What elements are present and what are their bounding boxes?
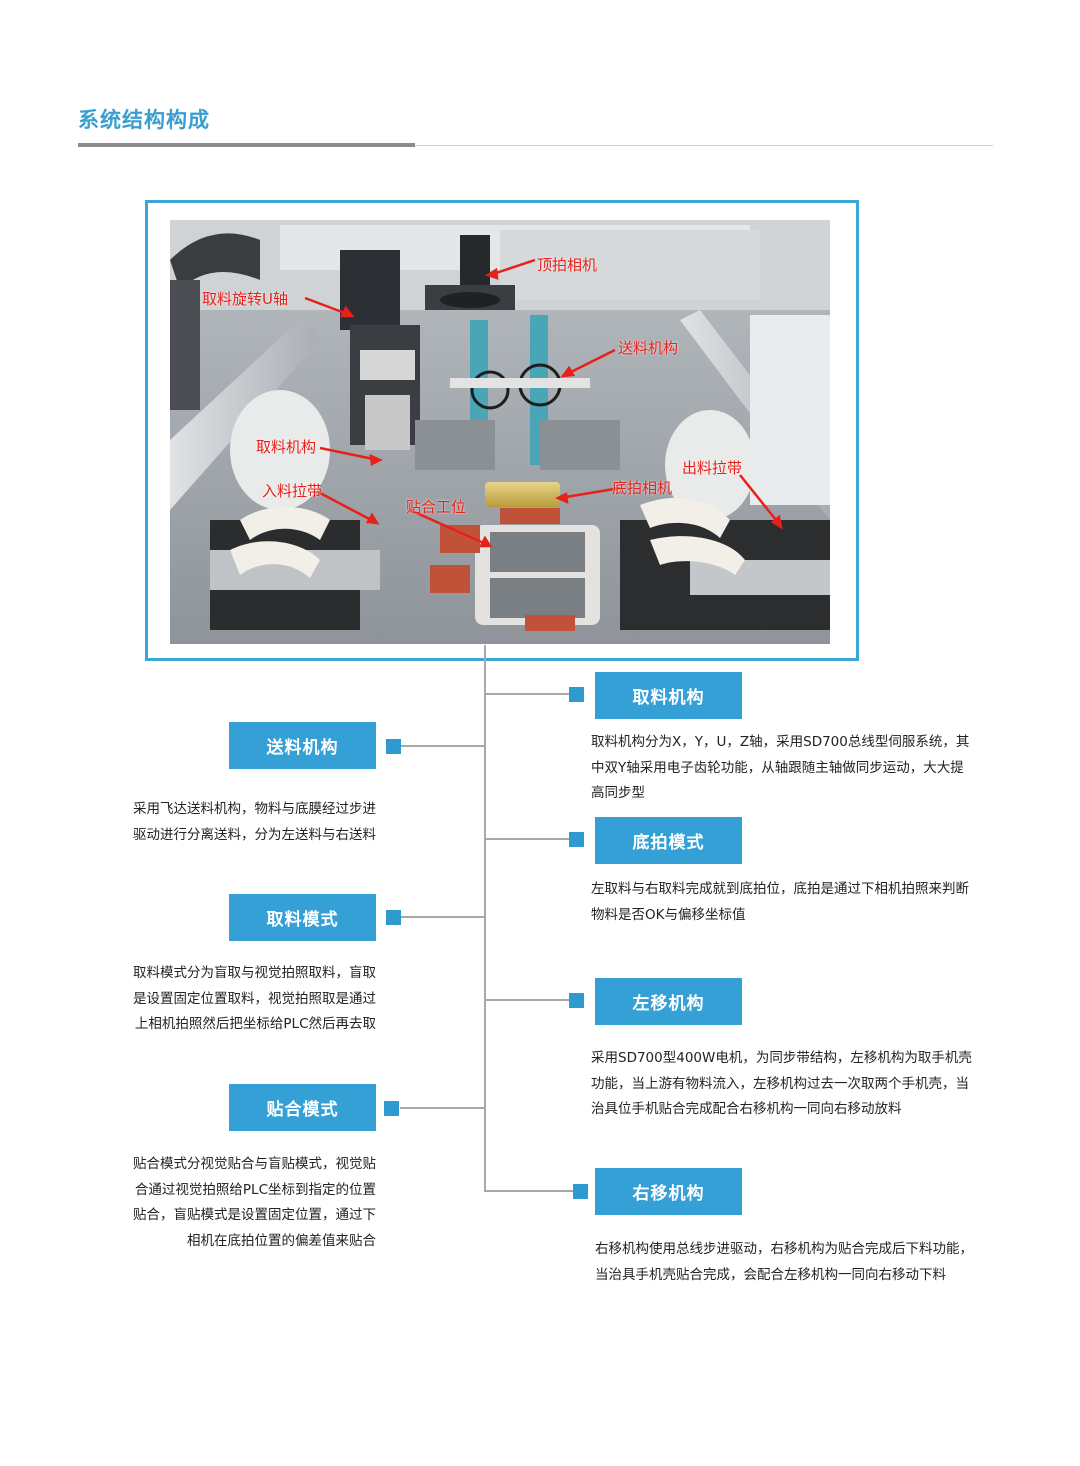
marker-left-3 [384,1101,399,1116]
desc-line: 物料是否OK与偏移坐标值 [591,906,746,923]
desc-line: 当治具手机壳贴合完成，会配合左移机构一同向右移动下料 [595,1266,946,1283]
callout-bond-station: 贴合工位 [406,498,467,516]
section-title: 系统结构构成 [78,108,210,132]
desc-pick-mode: 取料模式分为盲取与视觉拍照取料，盲取 是设置固定位置取料，视觉拍照取是通过 上相… [90,961,376,1038]
connector-right-3 [484,999,572,1001]
marker-right-4 [573,1184,588,1199]
label-bond-mode: 贴合模式 [229,1084,376,1131]
callout-pick-mechanism: 取料机构 [256,438,317,456]
desc-line: 是设置固定位置取料，视觉拍照取是通过 [133,990,376,1007]
desc-line: 取料机构分为X，Y，U，Z轴，采用SD700总线型伺服系统，其 [591,734,970,750]
title-rule-light [415,145,993,146]
desc-bottom-shoot-mode: 左取料与右取料完成就到底拍位，底拍是通过下相机拍照来判断 物料是否OK与偏移坐标… [591,877,1001,928]
desc-line: 采用SD700型400W电机，为同步带结构，左移机构为取手机壳 [591,1050,972,1066]
desc-line: 功能，当上游有物料流入，左移机构过去一次取两个手机壳，当 [591,1075,969,1092]
machine-photo [170,220,830,644]
label-bottom-shoot-mode: 底拍模式 [595,817,742,864]
callout-discharge-belt: 出料拉带 [682,459,743,477]
desc-line: 右移机构使用总线步进驱动，右移机构为贴合完成后下料功能， [595,1241,973,1257]
marker-right-1 [569,687,584,702]
callout-feed-in-belt: 入料拉带 [262,482,323,500]
connector-left-3 [400,1107,484,1109]
desc-right-move-mechanism: 右移机构使用总线步进驱动，右移机构为贴合完成后下料功能， 当治具手机壳贴合完成，… [595,1237,1005,1288]
desc-feed-mechanism: 采用飞达送料机构，物料与底膜经过步进 驱动进行分离送料，分为左送料与右送料 [90,797,376,848]
callout-top-camera: 顶拍相机 [537,256,598,274]
connector-right-1 [484,693,572,695]
connector-right-4 [484,1190,576,1192]
marker-left-2 [386,910,401,925]
marker-right-2 [569,832,584,847]
connector-trunk [484,645,486,1192]
desc-line: 贴合模式分视觉贴合与盲贴模式，视觉贴 [133,1156,376,1172]
label-pick-mode: 取料模式 [229,894,376,941]
label-right-move-mechanism: 右移机构 [595,1168,742,1215]
callout-pick-rotate-u-axis: 取料旋转U轴 [202,290,288,308]
connector-left-2 [400,916,484,918]
desc-line: 上相机拍照然后把坐标给PLC然后再去取 [134,1016,376,1032]
desc-left-move-mechanism: 采用SD700型400W电机，为同步带结构，左移机构为取手机壳 功能，当上游有物… [591,1046,1001,1123]
desc-bond-mode: 贴合模式分视觉贴合与盲贴模式，视觉贴 合通过视觉拍照给PLC坐标到指定的位置 贴… [90,1152,376,1254]
connector-left-1 [400,745,484,747]
callout-feed-mechanism: 送料机构 [618,339,679,357]
connector-right-2 [484,838,572,840]
desc-line: 驱动进行分离送料，分为左送料与右送料 [133,826,376,843]
desc-line: 左取料与右取料完成就到底拍位，底拍是通过下相机拍照来判断 [591,881,969,897]
title-rule-dark [78,143,415,147]
marker-right-3 [569,993,584,1008]
desc-line: 相机在底拍位置的偏差值来贴合 [187,1232,376,1249]
desc-line: 高同步型 [591,785,645,801]
desc-line: 采用飞达送料机构，物料与底膜经过步进 [133,801,376,817]
desc-line: 取料模式分为盲取与视觉拍照取料，盲取 [133,965,376,981]
desc-line: 贴合，盲贴模式是设置固定位置，通过下 [133,1207,376,1223]
label-pick-mechanism: 取料机构 [595,672,742,719]
desc-pick-mechanism: 取料机构分为X，Y，U，Z轴，采用SD700总线型伺服系统，其 中双Y轴采用电子… [591,730,1001,807]
desc-line: 中双Y轴采用电子齿轮功能，从轴跟随主轴做同步运动，大大提 [591,759,964,776]
marker-left-1 [386,739,401,754]
label-feed-mechanism: 送料机构 [229,722,376,769]
desc-line: 治具位手机贴合完成配合右移机构一同向右移动放料 [591,1101,902,1117]
label-left-move-mechanism: 左移机构 [595,978,742,1025]
callout-bottom-camera: 底拍相机 [612,479,673,497]
desc-line: 合通过视觉拍照给PLC坐标到指定的位置 [134,1181,376,1198]
